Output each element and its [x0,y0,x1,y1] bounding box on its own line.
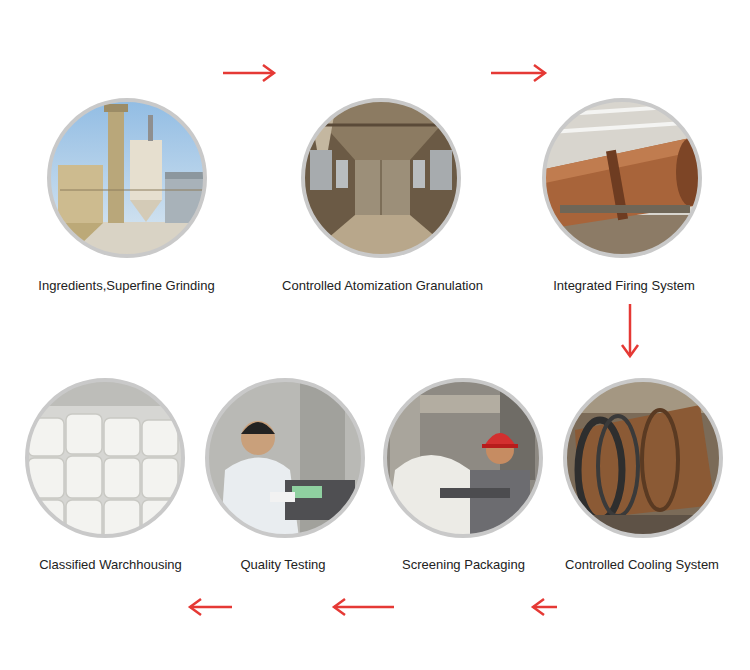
quality-testing-photo [205,378,370,545]
flow-arrow [223,72,274,75]
flow-arrow [629,304,632,356]
warehouse-photo [25,378,190,543]
process-step: Ingredients,Superfine Grinding [34,60,219,300]
step-label: Controlled Cooling System [561,557,723,573]
step-label: Integrated Firing System [549,278,699,294]
step-label: Classified Warchhousing [35,557,186,573]
process-step: Quality Testing [236,360,330,622]
flow-arrow [491,72,545,75]
process-step: Controlled Cooling System [561,360,723,622]
flow-arrow [190,606,232,609]
flow-arrow [334,606,394,609]
rotary-kiln-photo [540,98,705,265]
step-label: Controlled Atomization Granulation [278,278,487,294]
process-step: Screening Packaging [398,360,529,622]
atomization-hall-photo [300,98,465,263]
step-label: Screening Packaging [398,557,529,573]
step-label: Quality Testing [236,557,330,573]
process-step: Controlled Atomization Granulation [278,60,487,300]
process-step: Classified Warchhousing [35,360,186,622]
grinding-plant-photo [40,95,220,267]
flow-arrow [533,606,557,609]
packaging-worker-photo [380,378,545,545]
photo-ring [27,100,721,536]
process-step: Integrated Firing System [549,60,699,300]
cooling-drum-photo [560,378,725,545]
step-label: Ingredients,Superfine Grinding [34,278,219,294]
